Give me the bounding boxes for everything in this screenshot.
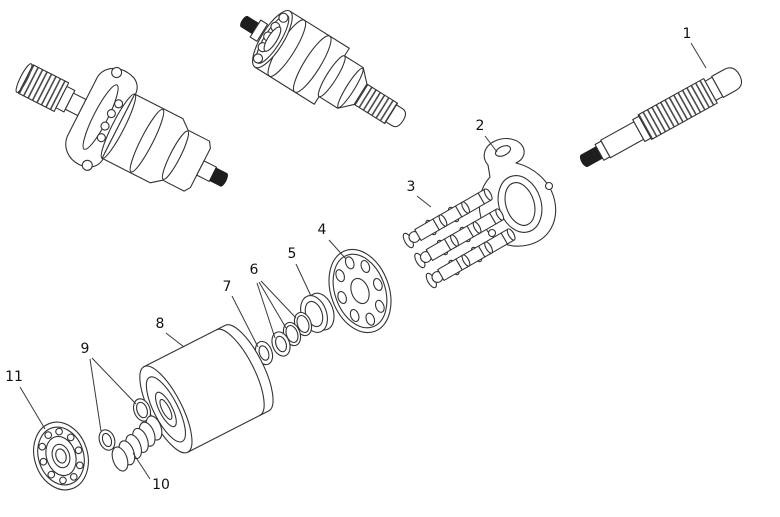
callout-4: 4	[318, 222, 347, 260]
callout-8-label: 8	[156, 316, 165, 332]
callout-11-label: 11	[5, 369, 23, 385]
callout-7: 7	[223, 279, 259, 348]
callout-9-label: 9	[81, 341, 90, 357]
callout-2-label: 2	[476, 118, 485, 134]
callout-5-label: 5	[288, 246, 297, 262]
callout-8: 8	[156, 316, 185, 348]
callout-6: 6	[250, 262, 297, 339]
part-retainer-plate	[328, 248, 392, 334]
callout-5: 5	[288, 246, 312, 297]
callout-10-label: 10	[152, 477, 170, 493]
part-spring	[111, 415, 163, 472]
callout-3-label: 3	[407, 179, 416, 195]
callout-6-label: 6	[250, 262, 259, 278]
assembly-rotating-group-top	[240, 10, 407, 128]
part-seal-rings	[98, 398, 152, 451]
part-bearing	[33, 421, 89, 491]
callouts: 1 2 3 4 5 6 7 8	[5, 26, 707, 493]
part-shim-rings	[271, 311, 313, 357]
callout-4-label: 4	[318, 222, 327, 238]
callout-1: 1	[683, 26, 707, 69]
callout-2: 2	[476, 118, 498, 153]
callout-3: 3	[407, 179, 432, 208]
assembly-motor-left	[15, 63, 228, 192]
callout-9: 9	[81, 341, 137, 432]
callout-10: 10	[132, 452, 170, 493]
part-swash-plate	[478, 138, 557, 247]
callout-1-label: 1	[683, 26, 692, 42]
callout-7-label: 7	[223, 279, 232, 295]
part-drive-shaft	[579, 67, 743, 167]
callout-11: 11	[5, 369, 46, 430]
